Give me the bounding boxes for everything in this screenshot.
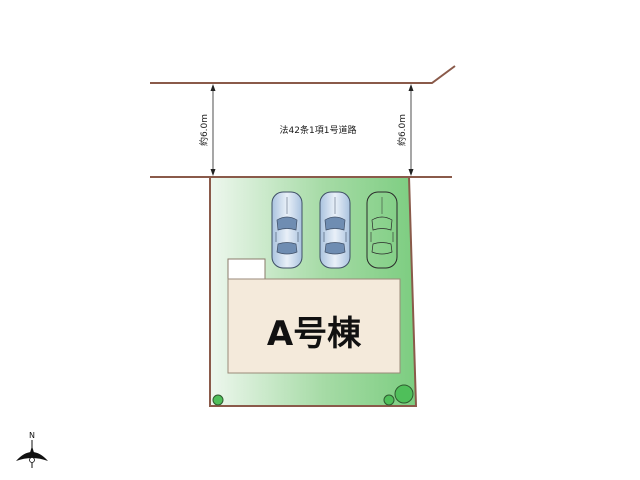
north-compass-icon: N [16,431,48,468]
road-width-dimension-right: 約6.0m [396,84,414,176]
tree-icon [383,394,395,406]
car-filled-1 [271,191,303,269]
road-width-right-label: 約6.0m [396,114,408,146]
car-filled-2 [319,191,351,269]
tree-icon [212,394,224,406]
car-outline [366,191,398,269]
road-label: 法42条1項1号道路 [280,124,357,136]
tree-icon [394,384,414,404]
road-edge-top [150,65,456,84]
compass-north-label: N [29,431,35,440]
building-label: A号棟 [267,314,362,354]
building-footprint [227,278,401,374]
road-width-dimension-left: 約6.0m [198,84,216,176]
road-width-left-label: 約6.0m [198,114,210,146]
